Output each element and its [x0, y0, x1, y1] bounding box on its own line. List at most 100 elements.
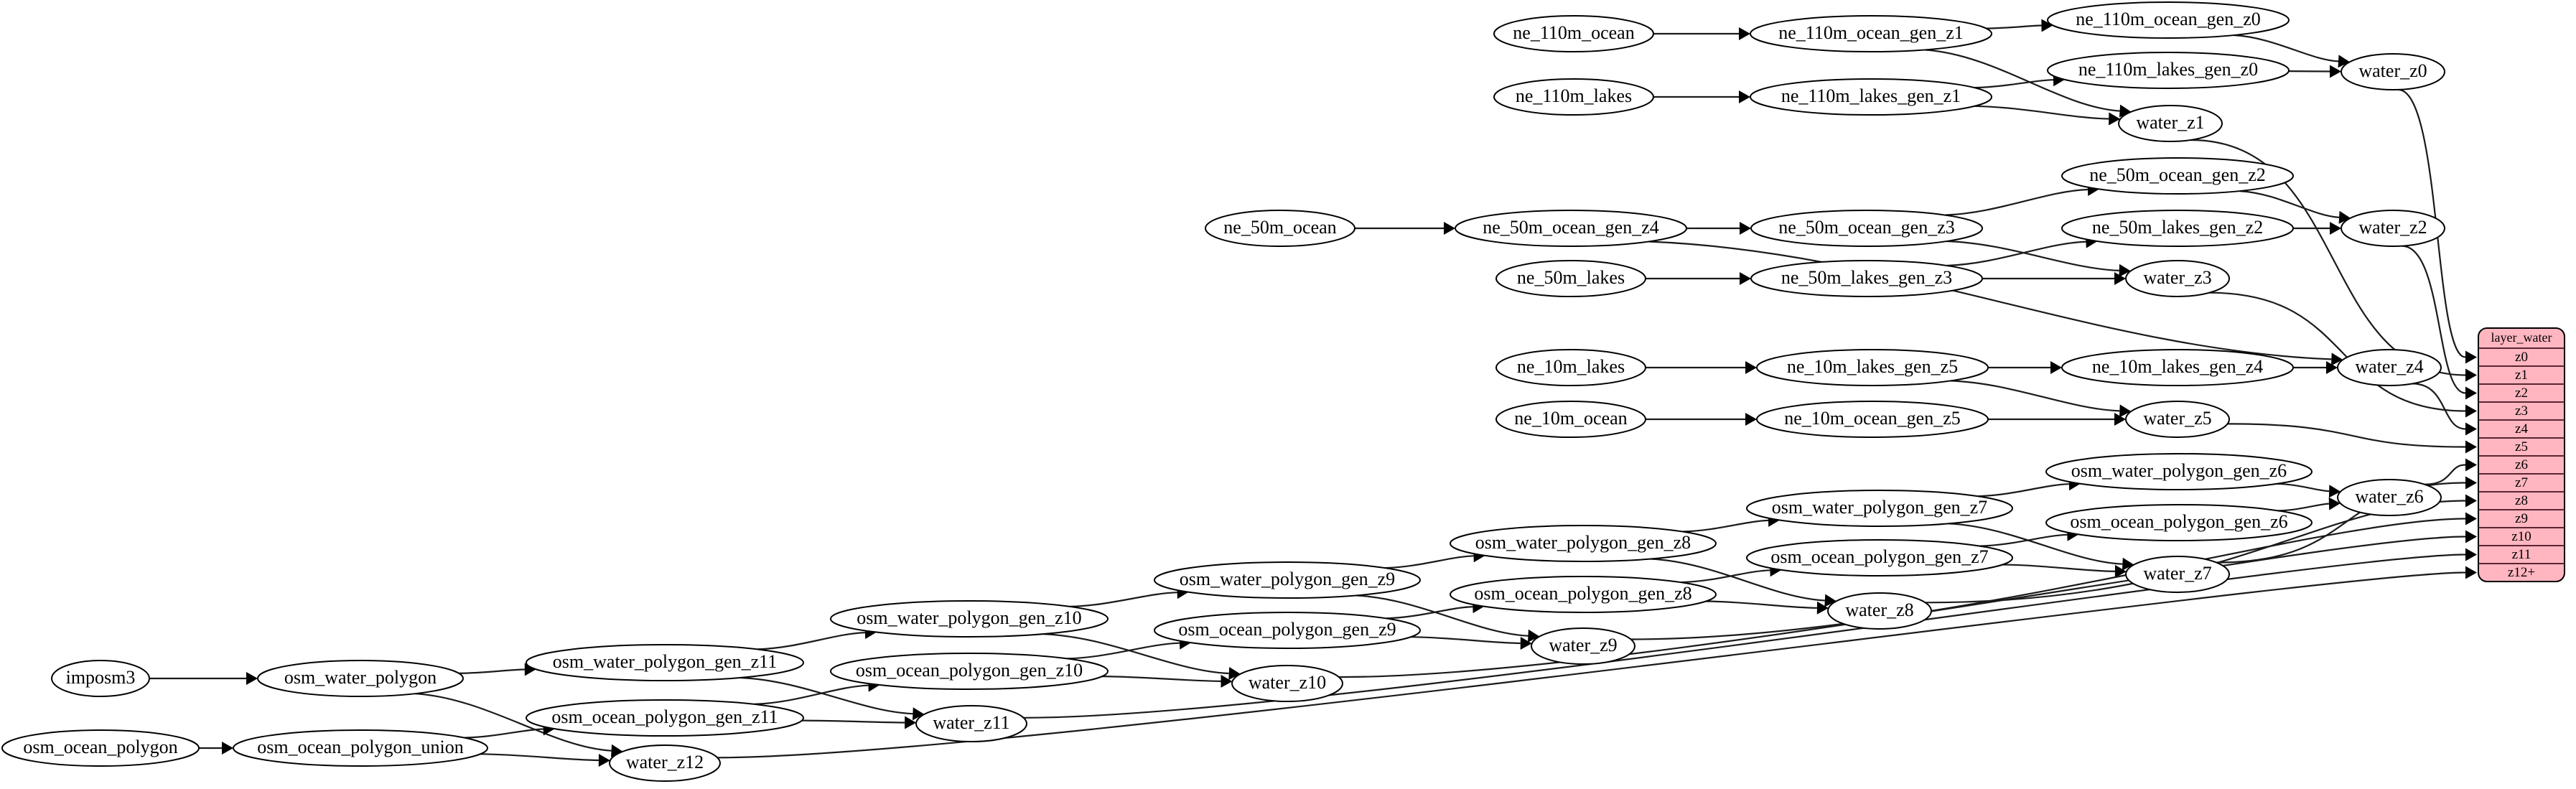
graph-node-water_z0[interactable]: water_z0 [2341, 53, 2445, 90]
graph-node-osm_water_polygon_gen_z8[interactable]: osm_water_polygon_gen_z8 [1450, 525, 1717, 562]
row-label: z11 [2512, 547, 2531, 562]
node-ellipse [2045, 504, 2313, 541]
graph-node-water_z9[interactable]: water_z9 [1531, 627, 1635, 665]
node-ellipse [1450, 576, 1717, 613]
arrowhead-icon [1745, 361, 1757, 374]
node-label: ne_50m_ocean_gen_z3 [1778, 217, 1954, 238]
arrowhead-icon [2338, 210, 2351, 224]
graph-node-water_z2[interactable]: water_z2 [2341, 210, 2445, 247]
graph-node-water_z4[interactable]: water_z4 [2337, 349, 2442, 386]
layer-water-row-z0[interactable]: z0 [2478, 347, 2565, 365]
layer-water-row-z8[interactable]: z8 [2478, 491, 2565, 508]
layer-water-row-z2[interactable]: z2 [2478, 383, 2565, 401]
graph-node-ne_110m_lakes_gen_z0[interactable]: ne_110m_lakes_gen_z0 [2047, 52, 2290, 89]
arrowhead-icon [2328, 497, 2341, 510]
node-label: water_z0 [2358, 60, 2427, 81]
graph-node-water_z6[interactable]: water_z6 [2337, 479, 2442, 516]
graph-node-osm_ocean_polygon_gen_z10[interactable]: osm_ocean_polygon_gen_z10 [830, 653, 1109, 690]
graph-node-ne_50m_ocean[interactable]: ne_50m_ocean [1205, 210, 1355, 247]
graph-node-osm_ocean_polygon_union[interactable]: osm_ocean_polygon_union [233, 729, 488, 767]
graph-node-water_z8[interactable]: water_z8 [1827, 592, 1932, 630]
node-label: ne_10m_ocean_gen_z5 [1784, 408, 1960, 429]
layer-water-header: layer_water [2491, 330, 2552, 345]
layer-water-row-z10[interactable]: z10 [2478, 527, 2565, 544]
layer-water-row-z11[interactable]: z11 [2478, 545, 2565, 562]
edge-osm_ocean_polygon_union-to-osm_ocean_polygon_gen_z11 [464, 728, 543, 739]
graph-node-ne_110m_lakes[interactable]: ne_110m_lakes [1493, 78, 1654, 116]
layer-water-row-z5[interactable]: z5 [2478, 437, 2565, 454]
graph-node-osm_water_polygon_gen_z11[interactable]: osm_water_polygon_gen_z11 [526, 644, 804, 681]
edge-osm_ocean_polygon_gen_z10-to-water_z10 [1102, 676, 1221, 682]
graph-node-imposm3[interactable]: imposm3 [51, 660, 150, 697]
node-ellipse [1750, 210, 1983, 247]
graph-node-ne_50m_lakes[interactable]: ne_50m_lakes [1495, 260, 1646, 297]
node-ellipse [1756, 349, 1989, 386]
graph-node-water_z7[interactable]: water_z7 [2125, 556, 2230, 593]
arrowhead-icon [2041, 19, 2053, 32]
node-label: ne_110m_ocean_gen_z0 [2076, 9, 2261, 29]
node-ellipse [2061, 349, 2294, 386]
graph-node-osm_water_polygon[interactable]: osm_water_polygon [257, 660, 464, 697]
node-label: ne_50m_ocean_gen_z4 [1483, 217, 1658, 238]
node-label: osm_ocean_polygon [23, 737, 177, 757]
graph-node-ne_110m_ocean_gen_z0[interactable]: ne_110m_ocean_gen_z0 [2047, 1, 2290, 39]
graph-node-ne_50m_ocean_gen_z2[interactable]: ne_50m_ocean_gen_z2 [2061, 157, 2294, 195]
graph-node-ne_50m_lakes_gen_z3[interactable]: ne_50m_lakes_gen_z3 [1750, 260, 1983, 297]
layer-water-row-z6[interactable]: z6 [2478, 455, 2565, 472]
graph-node-ne_50m_ocean_gen_z3[interactable]: ne_50m_ocean_gen_z3 [1750, 210, 1983, 247]
layer-water-row-z4[interactable]: z4 [2478, 419, 2565, 436]
graph-node-osm_ocean_polygon_gen_z6[interactable]: osm_ocean_polygon_gen_z6 [2045, 504, 2313, 541]
graph-node-ne_110m_ocean[interactable]: ne_110m_ocean [1493, 15, 1654, 52]
node-ellipse [1, 729, 200, 767]
graph-node-water_z5[interactable]: water_z5 [2125, 401, 2230, 438]
layer-water-row-z3[interactable]: z3 [2478, 401, 2565, 419]
node-ellipse [1455, 210, 1687, 247]
layer-water-row-z7[interactable]: z7 [2478, 473, 2565, 490]
node-ellipse [915, 705, 1027, 742]
node-label: ne_10m_lakes [1517, 356, 1625, 377]
graph-node-ne_110m_ocean_gen_z1[interactable]: ne_110m_ocean_gen_z1 [1750, 15, 1992, 52]
graph-node-ne_110m_lakes_gen_z1[interactable]: ne_110m_lakes_gen_z1 [1750, 78, 1992, 116]
node-label: ne_110m_lakes_gen_z0 [2078, 59, 2258, 80]
layer-water-row-z1[interactable]: z1 [2478, 365, 2565, 383]
graph-node-osm_ocean_polygon_gen_z11[interactable]: osm_ocean_polygon_gen_z11 [526, 699, 804, 737]
edge-osm_water_polygon_gen_z8-to-osm_water_polygon_gen_z7 [1682, 519, 1769, 533]
arrowhead-icon [1520, 637, 1532, 650]
graph-node-osm_ocean_polygon_gen_z7[interactable]: osm_ocean_polygon_gen_z7 [1746, 539, 2013, 576]
graph-node-osm_ocean_polygon_gen_z9[interactable]: osm_ocean_polygon_gen_z9 [1154, 612, 1421, 649]
graph-node-osm_water_polygon_gen_z7[interactable]: osm_water_polygon_gen_z7 [1746, 490, 2013, 527]
arrowhead-icon [2328, 485, 2341, 498]
node-ellipse [1756, 401, 1989, 438]
graph-node-ne_10m_lakes_gen_z5[interactable]: ne_10m_lakes_gen_z5 [1756, 349, 1989, 386]
arrowhead-icon [2465, 476, 2477, 490]
graph-node-water_z1[interactable]: water_z1 [2118, 105, 2223, 142]
graph-node-ne_10m_lakes[interactable]: ne_10m_lakes [1495, 349, 1646, 386]
graph-node-ne_50m_lakes_gen_z2[interactable]: ne_50m_lakes_gen_z2 [2061, 210, 2294, 247]
graph-node-osm_water_polygon_gen_z9[interactable]: osm_water_polygon_gen_z9 [1154, 561, 1421, 599]
graph-node-water_z10[interactable]: water_z10 [1231, 665, 1343, 702]
graph-node-ne_10m_ocean_gen_z5[interactable]: ne_10m_ocean_gen_z5 [1756, 401, 1989, 438]
edge-osm_ocean_polygon_gen_z9-to-osm_ocean_polygon_gen_z8 [1386, 606, 1473, 620]
edge-ne_50m_ocean_gen_z3-to-water_z3 [1946, 240, 2119, 271]
graph-node-water_z11[interactable]: water_z11 [915, 705, 1027, 742]
arrowhead-icon [2330, 65, 2341, 78]
layer-water-row-z12+[interactable]: z12+ [2478, 563, 2565, 580]
edge-osm_water_polygon_gen_z6-to-water_z6 [2277, 482, 2330, 492]
arrowhead-icon [1221, 674, 1233, 688]
edge-ne_110m_ocean_gen_z1-to-ne_110m_ocean_gen_z0 [1986, 24, 2042, 29]
graph-node-ne_50m_ocean_gen_z4[interactable]: ne_50m_ocean_gen_z4 [1455, 210, 1687, 247]
graph-node-water_z3[interactable]: water_z3 [2125, 260, 2230, 297]
graph-node-osm_water_polygon_gen_z10[interactable]: osm_water_polygon_gen_z10 [830, 600, 1109, 638]
graph-node-osm_ocean_polygon[interactable]: osm_ocean_polygon [1, 729, 200, 767]
graph-node-osm_water_polygon_gen_z6[interactable]: osm_water_polygon_gen_z6 [2045, 453, 2313, 490]
arrowhead-icon [905, 716, 917, 729]
graph-node-water_z12[interactable]: water_z12 [609, 744, 721, 782]
graph-node-ne_10m_ocean[interactable]: ne_10m_ocean [1495, 401, 1646, 438]
arrowhead-icon [1528, 629, 1540, 643]
graph-node-osm_ocean_polygon_gen_z8[interactable]: osm_ocean_polygon_gen_z8 [1450, 576, 1717, 613]
edge-water_z11-to-layer_water-z11 [1023, 554, 2466, 719]
node-ellipse [830, 653, 1109, 690]
layer-water-row-z9[interactable]: z9 [2478, 509, 2565, 526]
graph-node-ne_10m_lakes_gen_z4[interactable]: ne_10m_lakes_gen_z4 [2061, 349, 2294, 386]
